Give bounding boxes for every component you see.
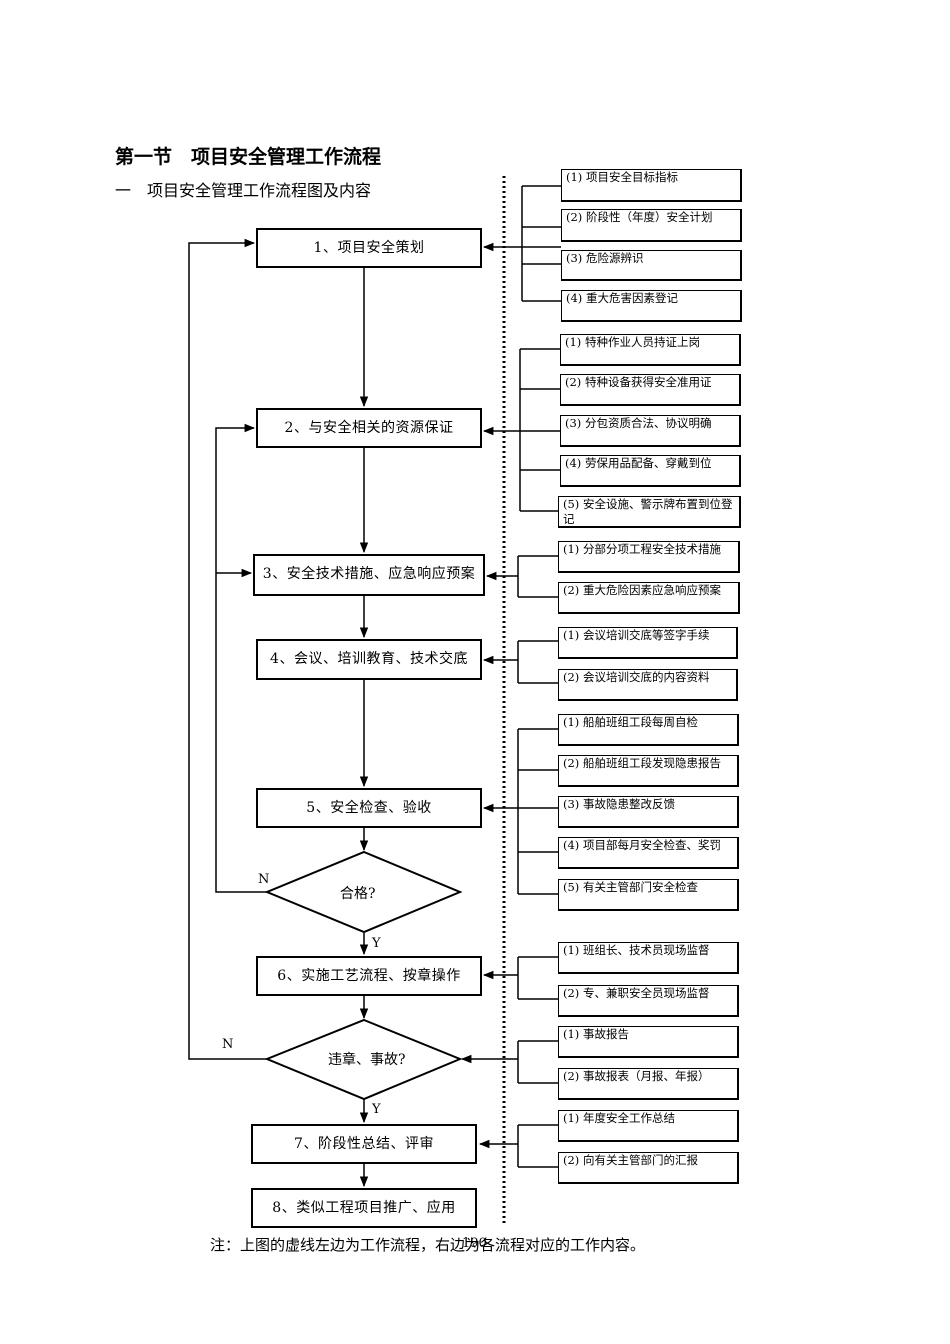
decision-qualified-label: 合格? (340, 886, 376, 902)
flow-step-7: 7、阶段性总结、评审 (251, 1124, 477, 1164)
decision-diamond-violation (264, 1018, 463, 1101)
content-g2-item: (3) 分包资质合法、协议明确 (560, 415, 741, 447)
decision1-yes-label: Y (372, 936, 381, 951)
flow-step-6: 6、实施工艺流程、按章操作 (256, 956, 482, 996)
flow-step-3: 3、安全技术措施、应急响应预案 (253, 554, 485, 596)
content-g5-item: (5) 有关主管部门安全检查 (558, 879, 739, 911)
content-g5-item: (3) 事故隐患整改反馈 (558, 796, 739, 828)
page-number: 190 (462, 1236, 487, 1251)
page-heading: 第一节 项目安全管理工作流程 (115, 146, 382, 168)
content-g2-item: (4) 劳保用品配备、穿戴到位 (560, 455, 741, 487)
content-g6-item: (2) 专、兼职安全员现场监督 (558, 985, 739, 1017)
content-g3-item: (2) 重大危险因素应急响应预案 (558, 582, 740, 614)
flow-step-5: 5、安全检查、验收 (256, 788, 482, 828)
page-subheading: 一 项目安全管理工作流程图及内容 (115, 181, 372, 200)
content-g1-item: (1) 项目安全目标指标 (561, 169, 742, 202)
content-g2-item: (2) 特种设备获得安全准用证 (560, 374, 741, 406)
flow-step-4: 4、会议、培训教育、技术交底 (256, 639, 482, 680)
decision1-no-label: N (258, 872, 270, 887)
content-g7-item: (1) 事故报告 (558, 1026, 739, 1058)
flow-step-2: 2、与安全相关的资源保证 (256, 408, 482, 448)
content-g4-item: (1) 会议培训交底等签字手续 (558, 627, 738, 659)
content-g3-item: (1) 分部分项工程安全技术措施 (558, 541, 740, 573)
flow-step-8: 8、类似工程项目推广、应用 (251, 1188, 477, 1228)
decision2-no-label: N (222, 1037, 234, 1052)
decision-violation-label: 违章、事故? (328, 1052, 406, 1068)
content-g2-item: (1) 特种作业人员持证上岗 (560, 334, 741, 366)
decision-diamond-qualified (264, 850, 463, 934)
content-g2-item: (5) 安全设施、警示牌布置到位登记 (558, 496, 741, 528)
content-g8-item: (2) 向有关主管部门的汇报 (558, 1152, 739, 1184)
content-g5-item: (1) 船舶班组工段每周自检 (558, 714, 739, 746)
content-g5-item: (4) 项目部每月安全检查、奖罚 (558, 837, 739, 869)
content-g5-item: (2) 船舶班组工段发现隐患报告 (558, 755, 739, 787)
flow-step-1: 1、项目安全策划 (256, 228, 482, 268)
content-g4-item: (2) 会议培训交底的内容资料 (558, 669, 738, 701)
decision2-yes-label: Y (372, 1102, 381, 1117)
content-g6-item: (1) 班组长、技术员现场监督 (558, 942, 739, 974)
content-g1-item: (3) 危险源辨识 (561, 250, 742, 281)
content-g8-item: (1) 年度安全工作总结 (558, 1110, 739, 1142)
content-g1-item: (4) 重大危害因素登记 (561, 290, 742, 322)
diagram-note: 注：上图的虚线左边为工作流程，右边为各流程对应的工作内容。 (210, 1236, 646, 1254)
content-g1-item: (2) 阶段性（年度）安全计划 (561, 209, 742, 242)
content-g7-item: (2) 事故报表（月报、年报） (558, 1068, 739, 1100)
